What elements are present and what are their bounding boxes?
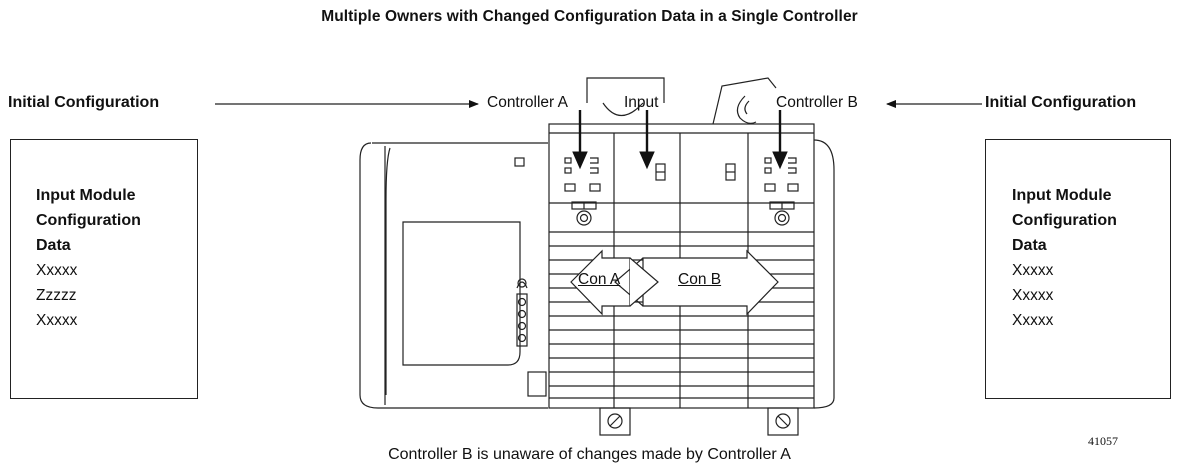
con-a-label: Con A (578, 271, 621, 288)
box-header-line: Configuration (1012, 212, 1117, 229)
right-configuration-box: Input Module Configuration Data Xxxxx Xx… (985, 139, 1171, 399)
input-label: Input (624, 94, 659, 111)
config-value: Xxxxx (36, 312, 78, 329)
right-initial-configuration-label: Initial Configuration (985, 94, 1137, 111)
figure-number: 41057 (1088, 434, 1118, 448)
diagram-title: Multiple Owners with Changed Configurati… (321, 8, 858, 25)
box-header-line: Data (36, 237, 71, 254)
con-b-label: Con B (678, 271, 722, 288)
box-header-line: Input Module (1012, 187, 1112, 204)
config-value: Xxxxx (1012, 312, 1054, 329)
config-value: Xxxxx (36, 262, 78, 279)
controller-a-label: Controller A (487, 94, 568, 111)
config-value: Xxxxx (1012, 262, 1054, 279)
controller-b-label: Controller B (776, 94, 858, 111)
config-value: Zzzzz (36, 287, 77, 304)
box-header-line: Input Module (36, 187, 136, 204)
left-initial-configuration-label: Initial Configuration (8, 94, 160, 111)
diagram-caption: Controller B is unaware of changes made … (388, 446, 791, 463)
box-header-line: Data (1012, 237, 1047, 254)
config-value: Xxxxx (1012, 287, 1054, 304)
box-header-line: Configuration (36, 212, 141, 229)
left-configuration-box: Input Module Configuration Data Xxxxx Zz… (10, 139, 198, 399)
